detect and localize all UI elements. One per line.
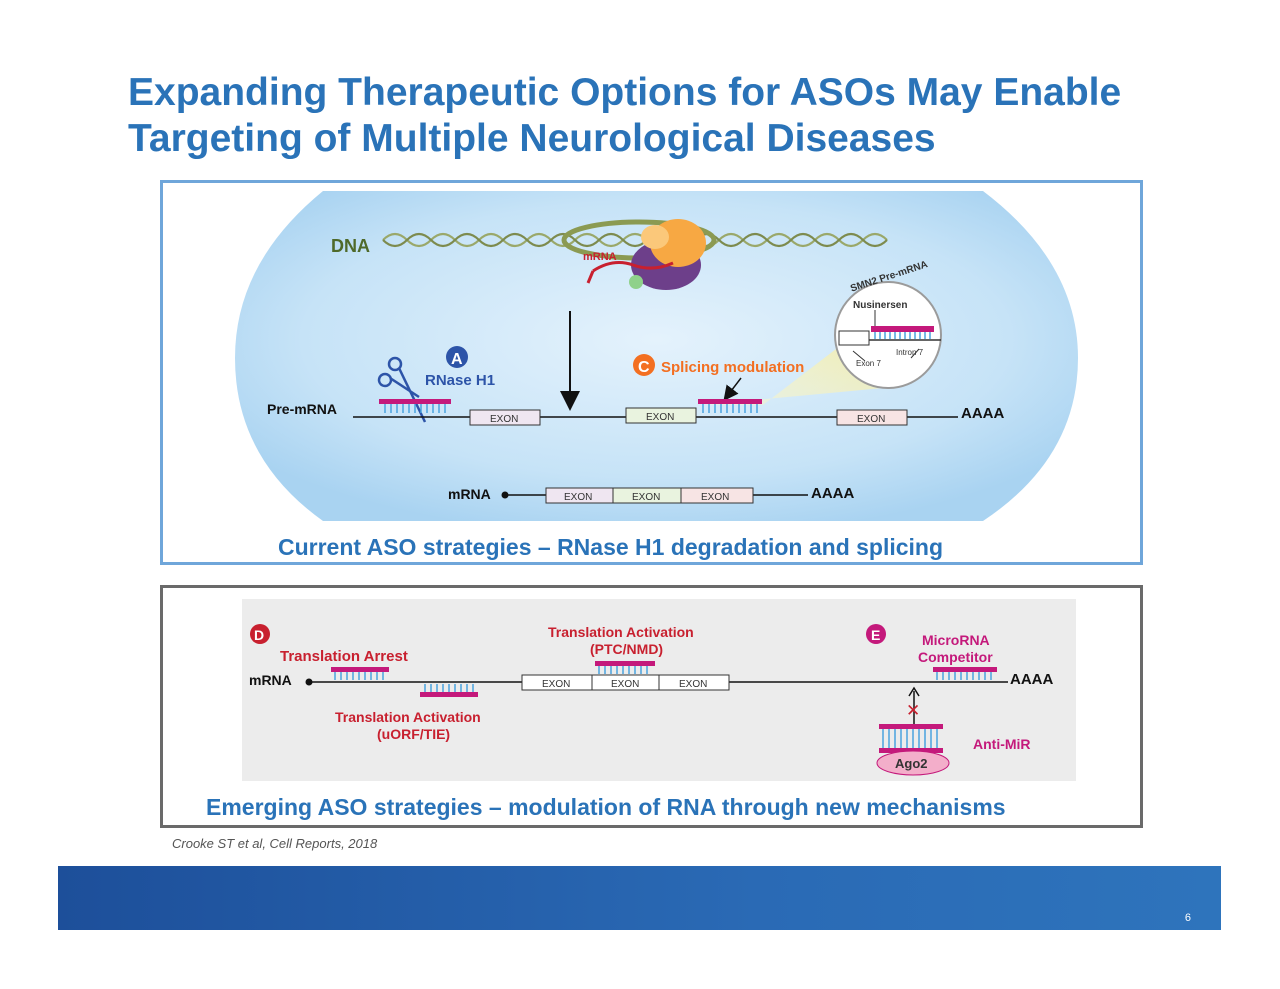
nucleus-shape	[235, 191, 1078, 521]
title-line-2: Targeting of Multiple Neurological Disea…	[128, 117, 936, 160]
slide-title: Expanding Therapeutic Options for ASOs M…	[128, 70, 1228, 162]
pre-mrna-exon-3	[836, 409, 908, 426]
ago2-protein	[876, 750, 950, 776]
dna-helix	[382, 232, 888, 248]
mrna-exon-3	[680, 487, 754, 504]
translation-activation-2-label: Translation Activation	[335, 709, 481, 725]
svg-text:EXON: EXON	[857, 414, 885, 425]
microrna-label: MicroRNA	[922, 632, 990, 648]
svg-text:A: A	[451, 351, 463, 368]
emerging-strategies-panel: D Translation Arrest Translation Activat…	[160, 585, 1143, 828]
pre-mrna-exon-2	[625, 407, 697, 424]
pre-mrna-exon-1	[469, 409, 541, 426]
ptc-nmd-label: (PTC/NMD)	[590, 641, 663, 657]
svg-text:E: E	[871, 627, 880, 643]
emerging-strategies-caption: Emerging ASO strategies – modulation of …	[206, 794, 1006, 820]
svg-text:EXON: EXON	[490, 414, 518, 425]
mrna-label: mRNA	[448, 486, 491, 502]
dna-label: DNA	[331, 236, 370, 256]
citation: Crooke ST et al, Cell Reports, 2018	[172, 836, 378, 851]
svg-text:D: D	[254, 627, 264, 643]
svg-text:EXON: EXON	[564, 492, 592, 503]
nusinersen-label: Nusinersen	[853, 300, 907, 311]
smn2-inset	[834, 281, 942, 389]
rnase-h1-label: RNase H1	[425, 372, 495, 389]
mrna-small-label: mRNA	[583, 251, 617, 263]
badge-c	[633, 354, 655, 376]
splicing-highlight-cone	[703, 313, 883, 405]
block-mark: ✕	[906, 701, 920, 720]
ago2-label: Ago2	[895, 756, 928, 771]
footer-bar: 6	[58, 866, 1221, 930]
title-line-1: Expanding Therapeutic Options for ASOs M…	[128, 71, 1122, 114]
mrna-polya: AAAA	[811, 485, 854, 502]
intron7-label: Intron 7	[896, 348, 924, 357]
svg-text:EXON: EXON	[611, 679, 639, 690]
svg-text:EXON: EXON	[701, 492, 729, 503]
svg-text:EXON: EXON	[679, 679, 707, 690]
translation-arrest-label: Translation Arrest	[280, 648, 408, 665]
bottom-polya: AAAA	[1010, 671, 1053, 688]
current-strategies-panel: DNA mRNA SMN2 Pre-mRNA Nusinersen Intron…	[160, 180, 1143, 565]
exon7-label: Exon 7	[856, 359, 881, 368]
emerging-strategies-diagram: D Translation Arrest Translation Activat…	[242, 599, 1076, 781]
current-strategies-diagram: DNA mRNA SMN2 Pre-mRNA Nusinersen Intron…	[235, 191, 1078, 521]
svg-text:EXON: EXON	[632, 492, 660, 503]
anti-mir-label: Anti-MiR	[973, 736, 1031, 752]
uorf-tie-label: (uORF/TIE)	[377, 726, 450, 742]
badge-a	[446, 346, 468, 368]
pre-mrna-label: Pre-mRNA	[267, 401, 337, 417]
svg-text:C: C	[638, 359, 650, 376]
badge-d	[250, 624, 270, 644]
splicing-label: Splicing modulation	[661, 359, 804, 376]
bottom-mrna-label: mRNA	[249, 672, 292, 688]
svg-text:EXON: EXON	[646, 412, 674, 423]
bottom-exon-3	[658, 674, 730, 691]
badge-e	[866, 624, 886, 644]
page-number: 6	[1184, 912, 1191, 924]
pre-mrna-polya: AAAA	[961, 405, 1004, 422]
translation-activation-label: Translation Activation	[548, 624, 694, 640]
competitor-label: Competitor	[918, 649, 993, 665]
current-strategies-caption: Current ASO strategies – RNase H1 degrad…	[278, 534, 944, 560]
svg-text:EXON: EXON	[542, 679, 570, 690]
